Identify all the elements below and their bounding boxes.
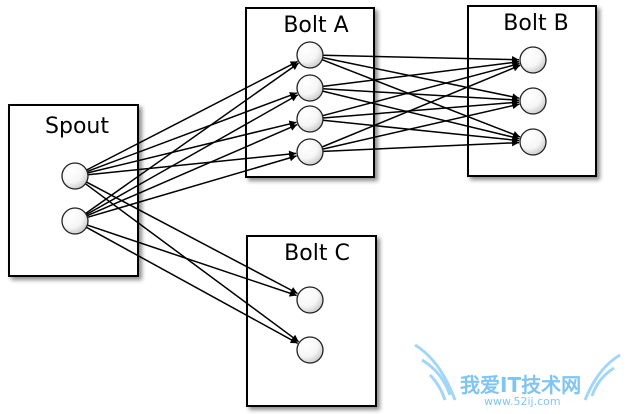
wing-right-icon xyxy=(583,353,621,401)
edge-boltA-to-boltB xyxy=(322,90,520,141)
edge-boltA-to-boltB xyxy=(321,59,521,138)
edge-spout-to-boltC xyxy=(86,226,299,344)
edge-boltA-to-boltB xyxy=(322,62,520,117)
edge-boltA-to-boltB xyxy=(322,102,520,150)
watermark: 我爱IT技术网 www.52ij.com xyxy=(414,343,621,408)
boltC-box xyxy=(246,235,377,407)
boltA-label: Bolt A xyxy=(283,13,348,38)
edge-spout-to-boltA xyxy=(87,120,297,174)
boltC-task-node xyxy=(296,286,324,314)
wing-left-icon xyxy=(414,343,457,401)
boltA-task-node xyxy=(296,105,324,133)
edge-spout-to-boltA xyxy=(86,60,298,171)
edge-spout-to-boltA xyxy=(85,62,300,215)
edge-boltA-to-boltB xyxy=(322,119,520,144)
edge-spout-to-boltA xyxy=(86,92,298,173)
boltC-label: Bolt C xyxy=(284,241,350,266)
edge-boltA-to-boltB xyxy=(322,59,520,88)
boltC-component: Bolt C xyxy=(246,235,377,407)
edge-spout-to-boltC xyxy=(86,181,298,295)
spout-box xyxy=(8,104,139,277)
watermark-title: 我爱IT技术网 xyxy=(460,373,581,397)
boltA-task-node xyxy=(296,74,324,102)
edge-spout-to-boltA xyxy=(85,94,299,216)
edge-boltA-to-boltB xyxy=(322,88,520,104)
watermark-url: www.52ij.com xyxy=(484,395,561,408)
spout-task-node xyxy=(61,207,89,235)
boltB-label: Bolt B xyxy=(503,11,568,36)
boltB-task-node xyxy=(519,128,547,156)
edge-spout-to-boltA xyxy=(87,154,297,219)
spout-task-node xyxy=(61,162,89,190)
spout-label: Spout xyxy=(45,114,109,139)
edge-boltA-to-boltB xyxy=(321,64,521,148)
spout-component: Spout xyxy=(8,104,139,277)
edge-boltA-to-boltB xyxy=(322,54,520,64)
boltB-task-node xyxy=(519,46,547,74)
edge-boltA-to-boltB xyxy=(322,139,520,153)
boltB-task-node xyxy=(519,87,547,115)
boltA-task-node xyxy=(296,41,324,69)
boltA-task-node xyxy=(296,138,324,166)
boltC-task-node xyxy=(296,336,324,364)
edge-boltA-to-boltB xyxy=(322,56,520,101)
edge-spout-to-boltA xyxy=(87,150,297,176)
edge-spout-to-boltC xyxy=(84,183,300,343)
edge-boltA-to-boltB xyxy=(322,99,520,119)
edge-spout-to-boltC xyxy=(87,224,297,297)
